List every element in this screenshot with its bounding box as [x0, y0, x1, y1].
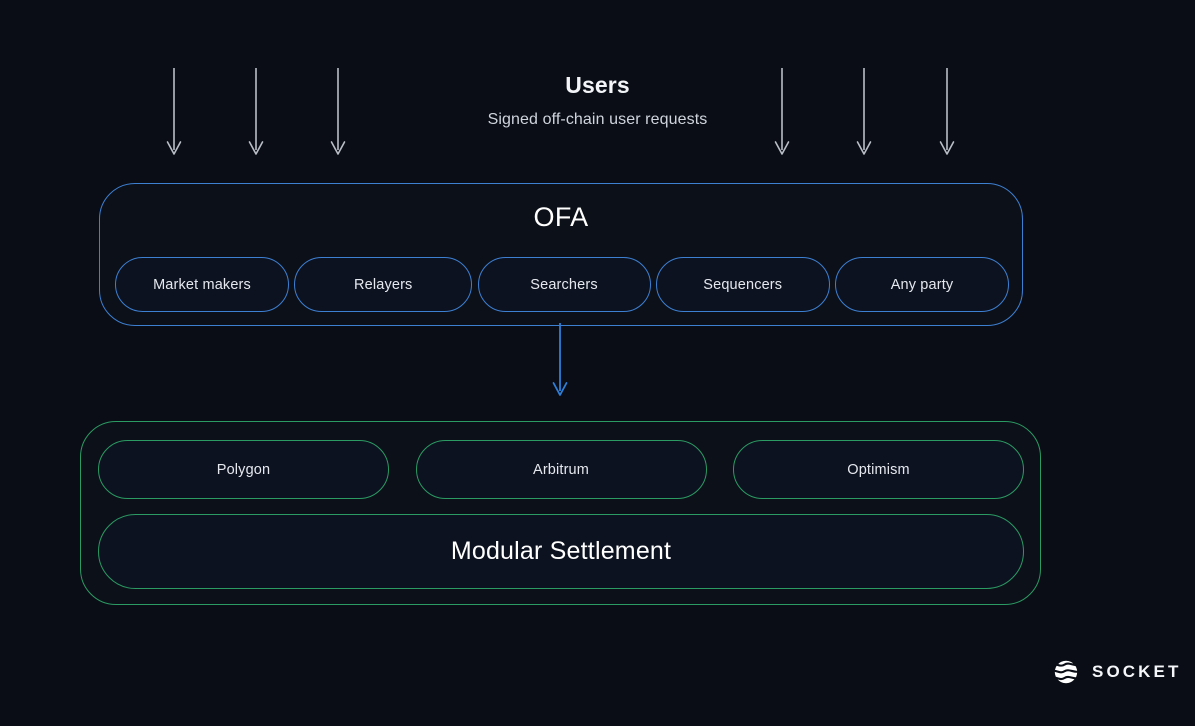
chain-polygon[interactable]: Polygon [98, 440, 389, 499]
socket-sphere-icon [1053, 659, 1079, 685]
ofa-participant-list: Market makers Relayers Searchers Sequenc… [115, 257, 1009, 312]
user-arrow-3 [328, 68, 348, 158]
ofa-container: OFA Market makers Relayers Searchers Seq… [99, 183, 1023, 326]
user-arrow-1 [164, 68, 184, 158]
ofa-participant-any-party[interactable]: Any party [835, 257, 1009, 312]
chain-list: Polygon Arbitrum Optimism [98, 440, 1024, 499]
user-arrow-2 [246, 68, 266, 158]
socket-logo: SOCKET [1053, 659, 1181, 685]
ofa-participant-searchers[interactable]: Searchers [477, 257, 651, 312]
chain-optimism[interactable]: Optimism [733, 440, 1024, 499]
ofa-title: OFA [533, 202, 589, 232]
ofa-participant-sequencers[interactable]: Sequencers [655, 257, 830, 312]
chain-arbitrum[interactable]: Arbitrum [415, 440, 707, 499]
user-arrow-4 [772, 68, 792, 158]
modular-settlement-bar: Modular Settlement [98, 514, 1024, 589]
ofa-to-settlement-arrow [550, 323, 570, 399]
ofa-participant-relayers[interactable]: Relayers [294, 257, 473, 312]
socket-wordmark: SOCKET [1092, 662, 1182, 681]
ofa-participant-market-makers[interactable]: Market makers [115, 257, 289, 312]
user-arrow-5 [854, 68, 874, 158]
settlement-container: Polygon Arbitrum Optimism Modular Settle… [80, 421, 1041, 605]
user-arrow-6 [937, 68, 957, 158]
